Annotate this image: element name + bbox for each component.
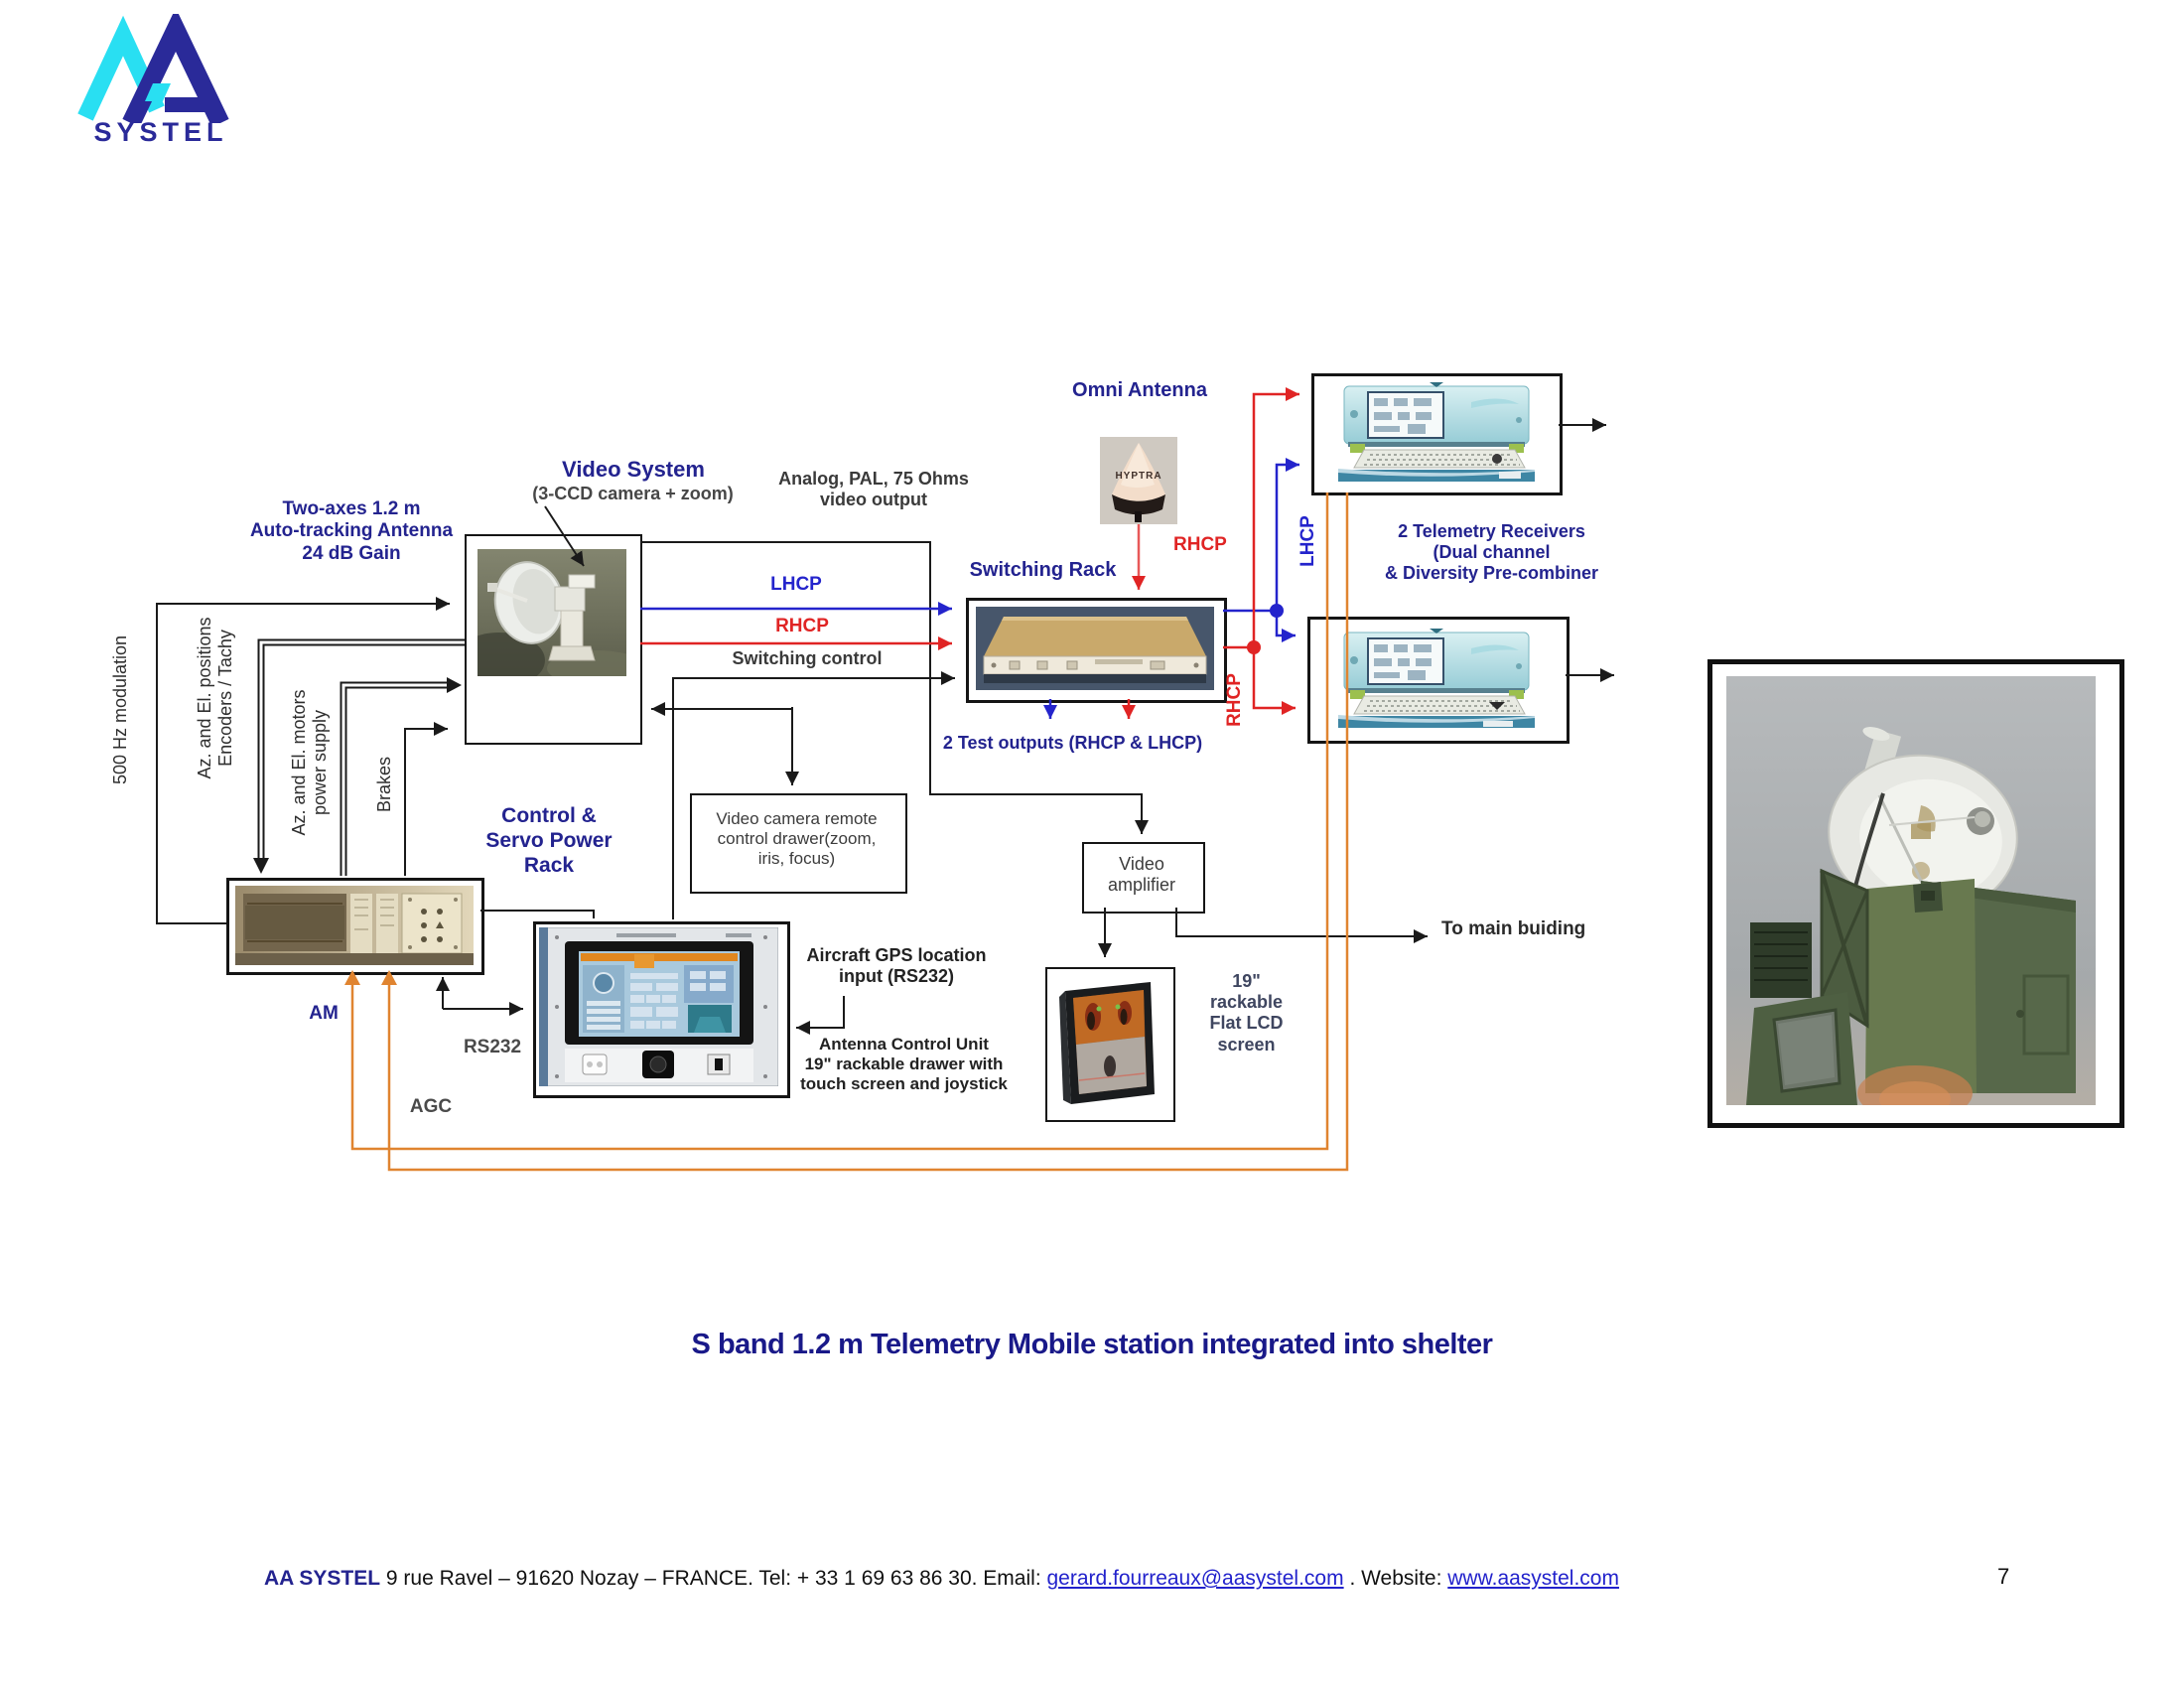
footer-email-link[interactable]: gerard.fourreaux@aasystel.com [1046, 1567, 1344, 1590]
acu-label: Antenna Control Unit 19" rackable drawer… [800, 1035, 1008, 1094]
antenna-control-unit-box [533, 921, 790, 1098]
footer-company: AA SYSTEL [264, 1567, 381, 1590]
mod-500hz-label: 500 Hz modulation [110, 634, 130, 785]
gps-input-label: Aircraft GPS location input (RS232) [806, 945, 987, 987]
brakes-label: Brakes [374, 756, 394, 813]
telemetry-receiver-2-box [1307, 617, 1570, 744]
lcd-screen-photo [1059, 982, 1155, 1104]
footer: AA SYSTEL 9 rue Ravel – 91620 Nozay – FR… [264, 1567, 1619, 1591]
telemetry-receiver-1-box [1311, 373, 1563, 495]
footer-separator: . Website: [1343, 1567, 1448, 1590]
control-servo-rack-photo [235, 886, 474, 965]
omni-antenna-label: Omni Antenna [1072, 379, 1207, 401]
camera-remote-drawer-label: Video camera remote control drawer(zoom,… [716, 809, 878, 869]
az-el-motors-label: Az. and El. motors power supply [289, 689, 331, 836]
test-outputs-label: 2 Test outputs (RHCP & LHCP) [942, 733, 1203, 753]
lhcp-line-label: LHCP [770, 574, 822, 595]
shelter-antenna-photo [1726, 676, 2096, 1105]
am-label: AM [309, 1003, 339, 1024]
video-system-box [465, 534, 642, 745]
page-number: 7 [1997, 1564, 2010, 1589]
page-title: S band 1.2 m Telemetry Mobile station in… [691, 1329, 1493, 1360]
video-amplifier-box: Video amplifier [1082, 842, 1205, 914]
analog-pal-label: Analog, PAL, 75 Ohms video output [778, 469, 969, 510]
rs232-label: RS232 [463, 1037, 522, 1057]
tracking-antenna-photo [478, 549, 626, 676]
to-main-building-label: To main buiding [1441, 918, 1586, 939]
aa-systel-logo-icon [69, 7, 268, 128]
footer-address: 9 rue Ravel – 91620 Nozay – FRANCE. Tel:… [380, 1567, 1047, 1590]
logo-wordmark: SYSTEL [93, 117, 228, 147]
camera-remote-drawer-box: Video camera remote control drawer(zoom,… [690, 793, 907, 894]
lhcp-vertical-label: LHCP [1297, 515, 1318, 567]
footer-website-link[interactable]: www.aasystel.com [1447, 1567, 1619, 1590]
video-system-subtitle: (3-CCD camera + zoom) [532, 484, 734, 503]
lcd-screen-label: 19" rackable Flat LCD screen [1209, 971, 1284, 1055]
switching-control-label: Switching control [732, 648, 883, 668]
telemetry-receivers-label: 2 Telemetry Receivers (Dual channel & Di… [1384, 521, 1599, 584]
rhcp-vertical-label: RHCP [1224, 673, 1245, 727]
rhcp-line-label: RHCP [775, 616, 829, 636]
video-system-title: Video System [562, 457, 705, 482]
tracking-antenna-label: Two-axes 1.2 m Auto-tracking Antenna 24 … [249, 498, 454, 564]
agc-label: AGC [409, 1096, 453, 1117]
switching-rack-box [966, 598, 1227, 703]
az-el-positions-label: Az. and El. positions Encoders / Tachy [195, 617, 236, 779]
lcd-screen-box [1045, 967, 1175, 1122]
omni-brand-text: HYPTRA [1115, 471, 1161, 482]
telemetry-receiver-1-photo [1338, 382, 1535, 482]
switching-rack-label: Switching Rack [969, 559, 1117, 581]
telemetry-receiver-2-photo [1338, 629, 1535, 728]
switching-rack-photo [976, 607, 1214, 690]
omni-antenna-photo: HYPTRA [1100, 437, 1177, 524]
video-amplifier-label: Video amplifier [1107, 854, 1176, 896]
shelter-photo-frame [1707, 659, 2124, 1128]
control-servo-rack-box [226, 878, 484, 975]
antenna-control-unit-photo [539, 927, 778, 1086]
control-servo-rack-label: Control & Servo Power Rack [485, 804, 613, 877]
rhcp-omni-label: RHCP [1173, 534, 1227, 555]
